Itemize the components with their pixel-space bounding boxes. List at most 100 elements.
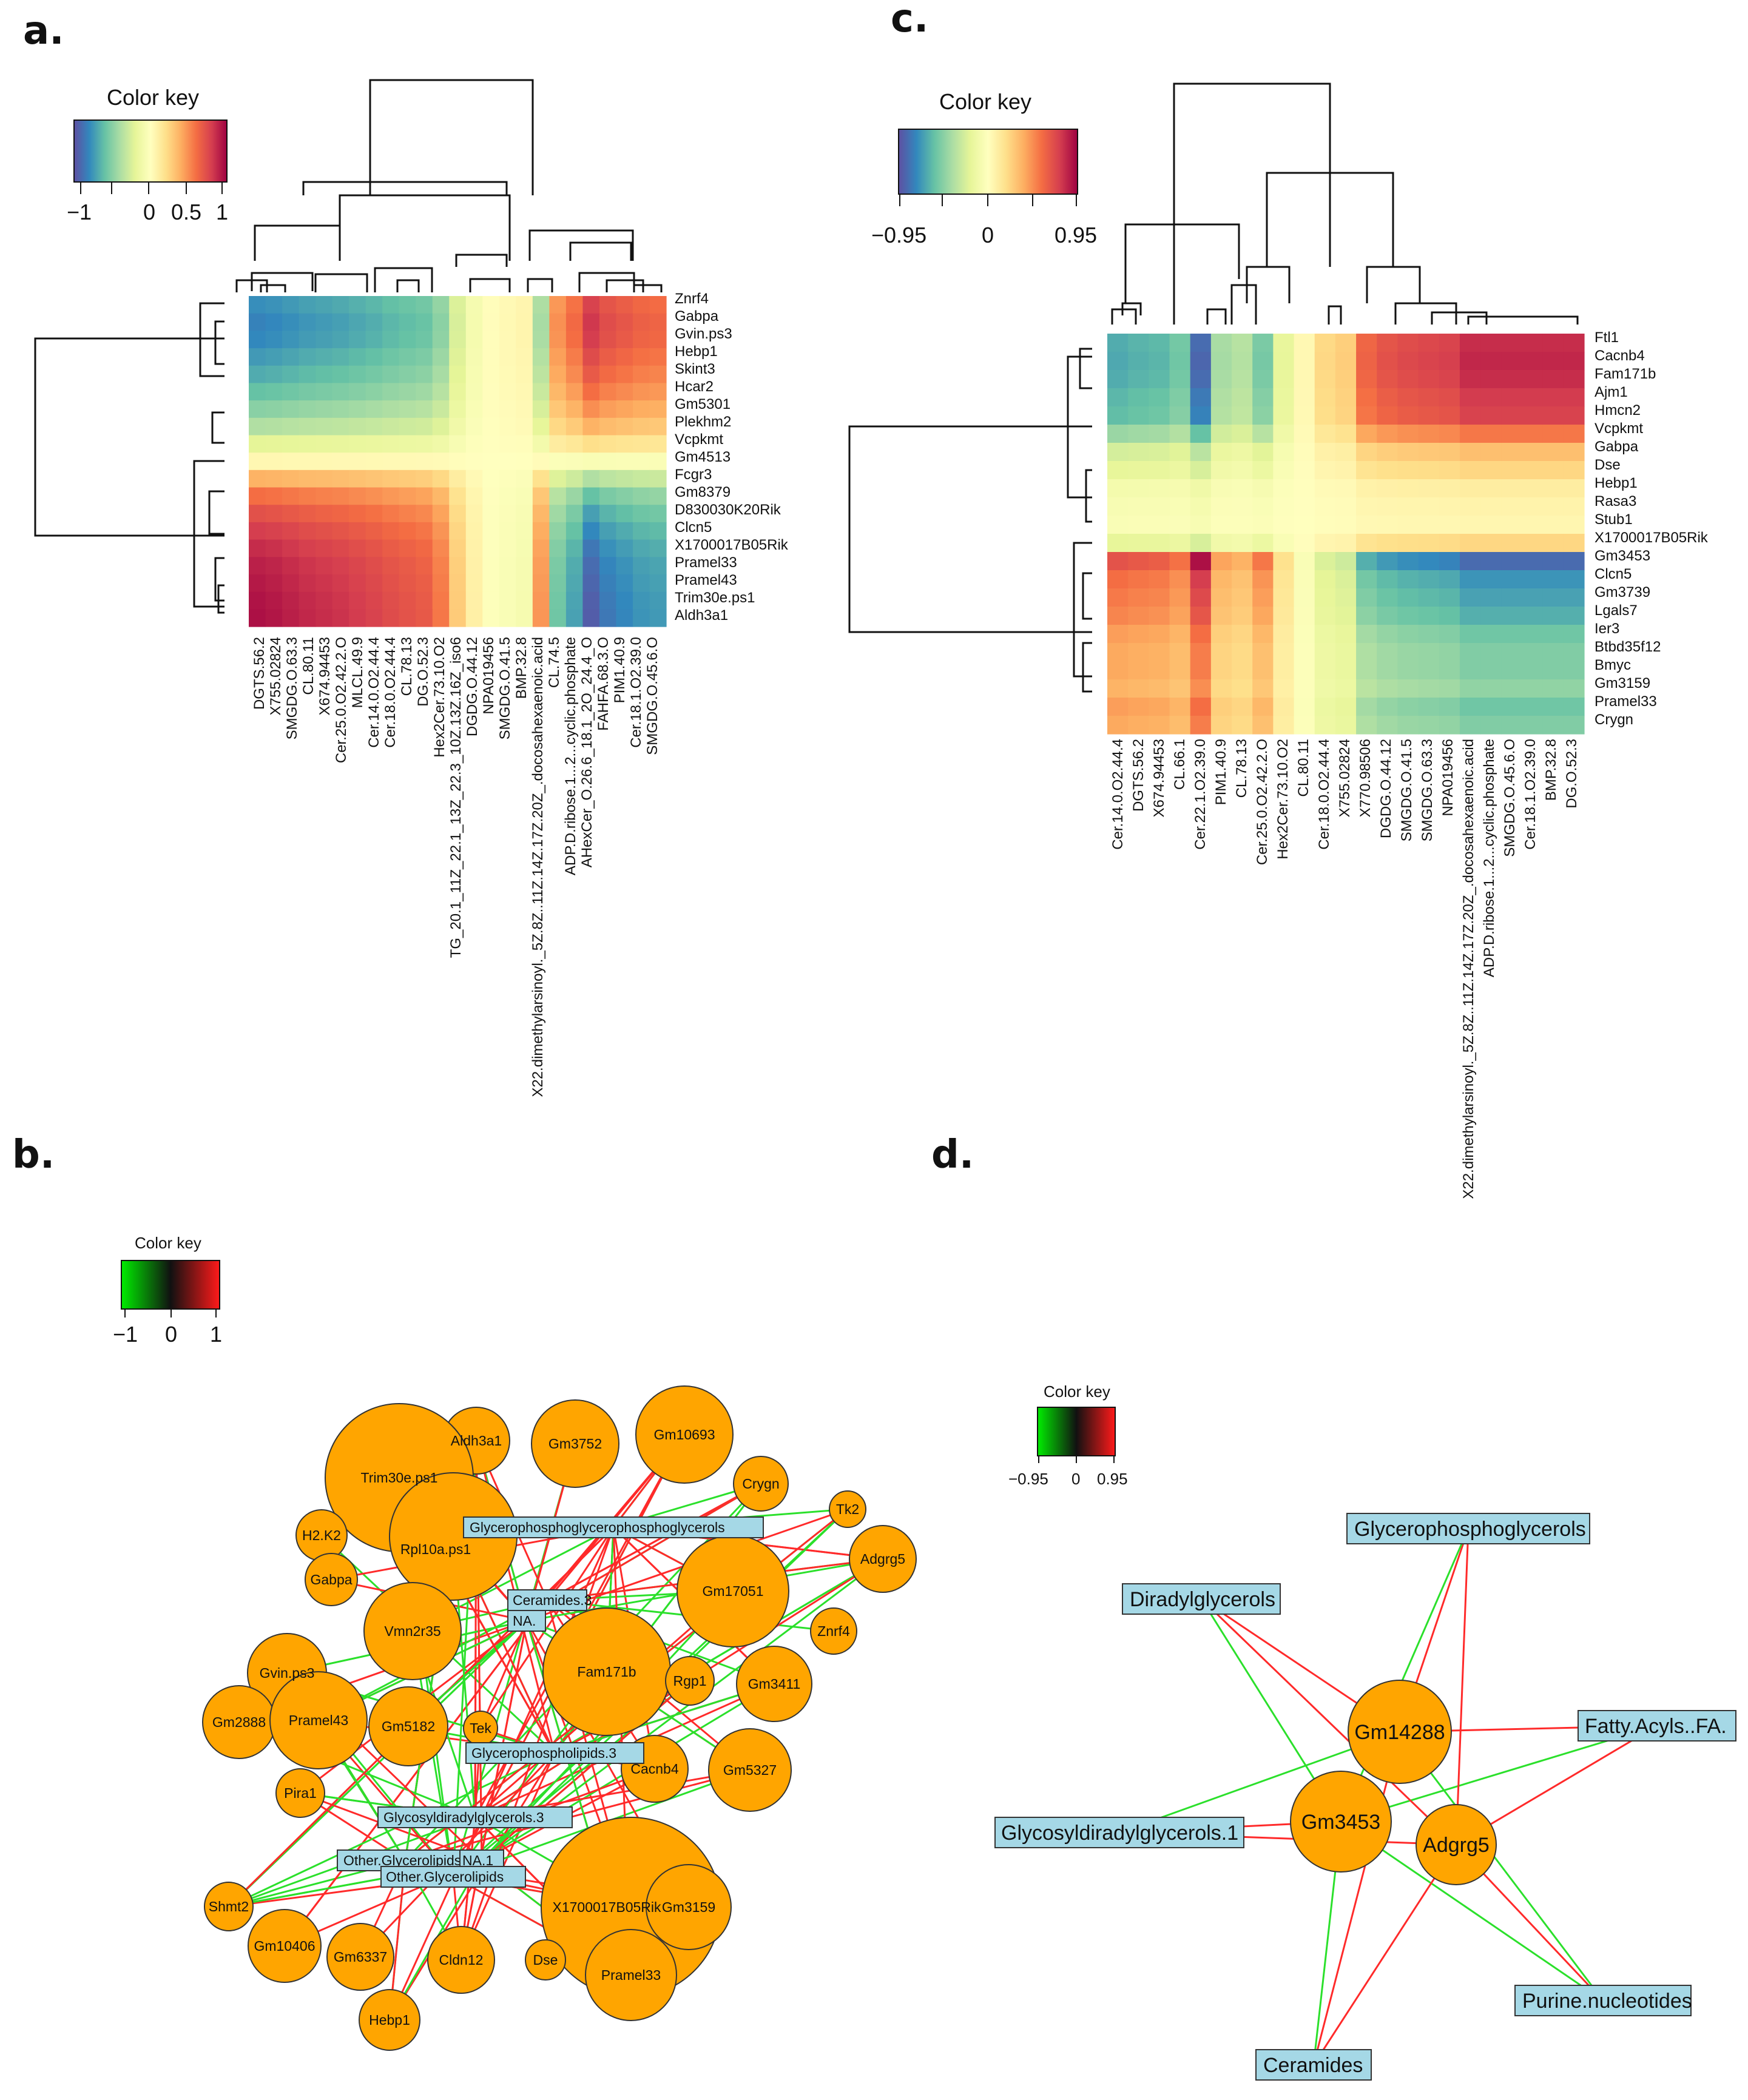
node-gm3159 xyxy=(646,1864,732,1950)
heatmap-cell xyxy=(349,539,366,557)
heatmap-cell xyxy=(316,296,333,314)
heatmap-cell xyxy=(1232,479,1253,498)
heatmap-cell xyxy=(1149,570,1170,589)
heatmap-cell xyxy=(465,522,483,540)
heatmap-cell xyxy=(532,365,550,384)
heatmap-cell xyxy=(1439,570,1460,589)
panel-a-row-label: Aldh3a1 xyxy=(675,607,728,624)
heatmap-cell xyxy=(249,539,266,557)
heatmap-cell xyxy=(1294,370,1315,389)
heatmap-cell xyxy=(1480,552,1502,571)
heatmap-cell xyxy=(299,609,316,627)
heatmap-cell xyxy=(532,487,550,505)
heatmap-cell xyxy=(616,574,633,593)
panel-c-row-label: Ier3 xyxy=(1594,621,1619,637)
heatmap-cell xyxy=(1522,643,1544,662)
heatmap-cell xyxy=(649,383,667,401)
heatmap-cell xyxy=(532,469,550,488)
heatmap-cell xyxy=(1377,425,1399,443)
heatmap-cell xyxy=(1522,698,1544,716)
heatmap-cell xyxy=(1190,588,1212,607)
heatmap-cell xyxy=(1169,370,1191,389)
heatmap-cell xyxy=(365,557,383,575)
heatmap-cell xyxy=(1252,570,1274,589)
node-label: Adgrg5 xyxy=(860,1551,905,1567)
heatmap-cell xyxy=(1232,334,1253,352)
heatmap-cell xyxy=(1232,425,1253,443)
heatmap-cell xyxy=(316,609,333,627)
heatmap-cell xyxy=(1210,625,1232,644)
heatmap-cell xyxy=(1273,352,1295,371)
heatmap-cell xyxy=(332,365,349,384)
heatmap-cell xyxy=(565,313,583,331)
heatmap-cell xyxy=(1294,406,1315,425)
heatmap-cell xyxy=(616,435,633,453)
heatmap-cell xyxy=(1563,425,1585,443)
panel-a-color-key-gradient xyxy=(73,119,228,183)
heatmap-cell xyxy=(282,383,300,401)
heatmap-cell xyxy=(1563,534,1585,553)
class-label: Glycerophospholipids.3 xyxy=(471,1745,616,1761)
heatmap-cell xyxy=(1356,406,1377,425)
heatmap-cell xyxy=(465,609,483,627)
heatmap-cell xyxy=(1501,479,1523,498)
heatmap-cell xyxy=(249,522,266,540)
panel-d-color-key-title: Color key xyxy=(1044,1382,1110,1401)
heatmap-cell xyxy=(1542,370,1564,389)
heatmap-cell xyxy=(1563,698,1585,716)
heatmap-cell xyxy=(499,574,516,593)
heatmap-cell xyxy=(265,487,283,505)
heatmap-cell xyxy=(1480,643,1502,662)
panel-b-key-tick-0: 0 xyxy=(165,1322,177,1347)
heatmap-cell xyxy=(349,383,366,401)
heatmap-cell xyxy=(1335,479,1357,498)
panel-b-key-tick-pos: 1 xyxy=(210,1322,222,1347)
heatmap-cell xyxy=(1335,552,1357,571)
heatmap-cell xyxy=(1439,352,1460,371)
heatmap-cell xyxy=(1439,370,1460,389)
panel-d-network: Color key −0.95 0 0.95 Glycerophosphogly… xyxy=(994,1382,1736,2081)
heatmap-cell xyxy=(282,591,300,610)
panel-d-gene-nodes xyxy=(1290,1680,1497,1885)
heatmap-cell xyxy=(1107,479,1129,498)
heatmap-cell xyxy=(1190,425,1212,443)
heatmap-cell xyxy=(582,296,600,314)
heatmap-cell xyxy=(449,435,467,453)
heatmap-cell xyxy=(482,296,500,314)
heatmap-cell xyxy=(1190,443,1212,462)
heatmap-cell xyxy=(1252,479,1274,498)
heatmap-cell xyxy=(1232,406,1253,425)
panel-b-color-key-title: Color key xyxy=(135,1234,201,1252)
heatmap-cell xyxy=(1501,679,1523,698)
heatmap-cell xyxy=(1190,497,1212,516)
heatmap-cell xyxy=(1149,552,1170,571)
heatmap-cell xyxy=(399,348,416,366)
panel-c-col-label: DGDG.O.44.12 xyxy=(1378,739,1394,838)
heatmap-cell xyxy=(432,574,450,593)
heatmap-cell xyxy=(1232,497,1253,516)
heatmap-cell xyxy=(249,365,266,384)
heatmap-cell xyxy=(1335,534,1357,553)
heatmap-cell xyxy=(632,591,650,610)
heatmap-cell xyxy=(1169,534,1191,553)
heatmap-cell xyxy=(365,383,383,401)
heatmap-cell xyxy=(1107,352,1129,371)
heatmap-cell xyxy=(1397,461,1419,480)
heatmap-cell xyxy=(1232,461,1253,480)
heatmap-cell xyxy=(1397,607,1419,625)
heatmap-cell xyxy=(1314,425,1336,443)
heatmap-cell xyxy=(1273,497,1295,516)
heatmap-cell xyxy=(1356,698,1377,716)
heatmap-cell xyxy=(1522,497,1544,516)
panel-c-col-label: CL.66.1 xyxy=(1172,739,1188,790)
panel-b-gene-nodes xyxy=(202,1385,917,2051)
heatmap-cell xyxy=(532,296,550,314)
heatmap-cell xyxy=(432,417,450,436)
heatmap-cell xyxy=(1252,461,1274,480)
heatmap-cell xyxy=(1522,479,1544,498)
heatmap-cell xyxy=(499,487,516,505)
heatmap-cell xyxy=(1542,461,1564,480)
heatmap-cell xyxy=(1232,643,1253,662)
heatmap-cell xyxy=(1252,406,1274,425)
heatmap-cell xyxy=(1314,534,1336,553)
